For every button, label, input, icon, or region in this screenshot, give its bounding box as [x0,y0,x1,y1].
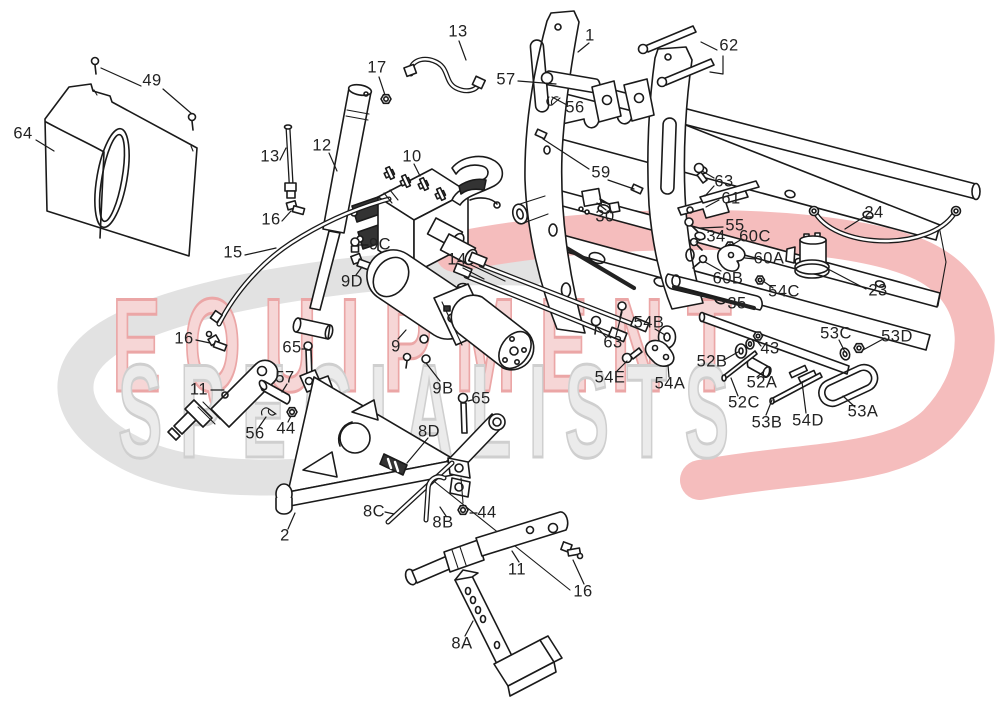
callout-leader-lines [35,40,886,637]
part-57-pin-left [258,379,291,405]
part-8C-rod [385,460,455,525]
part-17-nut [380,93,392,105]
part-10-valve-block [350,165,478,274]
part-65-bolt-center [457,392,469,434]
watermark-swoosh-gray [57,249,548,496]
part-44-nut-left [286,406,298,418]
valve-connector-plugs [426,217,478,266]
part-2-a-frame [275,369,571,591]
part-15-hose [209,189,399,327]
part-1-mount-frame [451,10,981,351]
part-56-cotter-left [261,407,277,416]
part-8B-bent-pin [423,474,447,523]
part-14-hoses [452,251,650,343]
part-64-cover-panel [44,56,198,257]
part-9-pump-unit [366,249,535,371]
part-12-lift-cylinder [292,83,373,340]
valve-top-fittings [383,165,447,202]
part-13-hose-left [283,124,306,216]
part-8A-jack-stand [454,569,563,697]
part-24-cable [808,205,962,244]
part-11-cylinder-bottom [404,511,584,586]
part-11-cylinder-left [167,330,279,441]
part-54E-bolt [621,347,643,364]
part-13-hose-top [403,56,487,94]
part-54A-link [644,339,675,367]
part-52-53-pin-group [698,311,879,408]
part-23-solenoid [785,232,830,279]
part-44-nut-center [457,504,469,516]
part-9C-fitting [350,237,360,253]
